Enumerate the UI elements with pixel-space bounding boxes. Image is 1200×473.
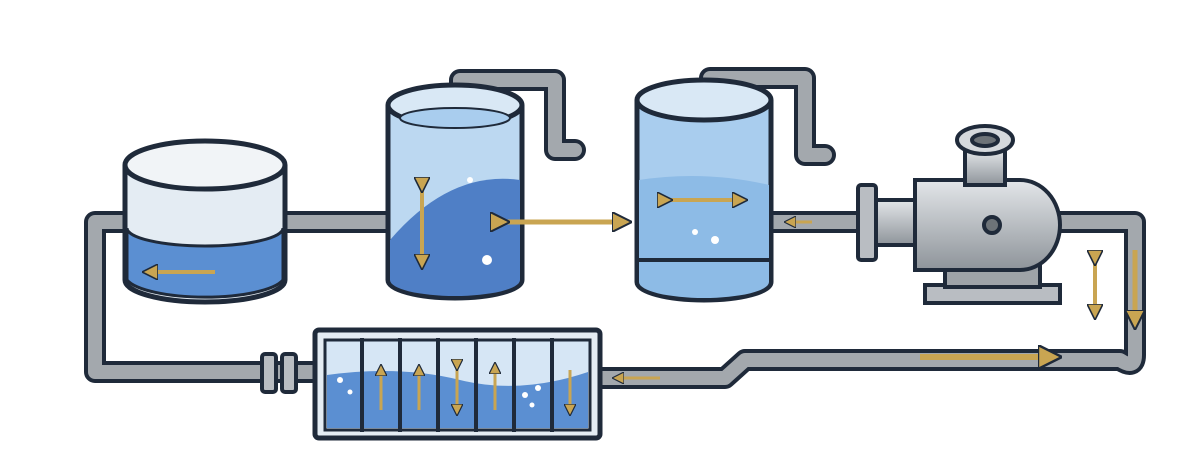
pipe-coupling [260,352,298,394]
storage-tank [634,77,774,303]
open-tank [122,138,288,305]
pump [856,124,1062,305]
filter-unit [312,327,603,441]
settling-tank [385,82,525,301]
